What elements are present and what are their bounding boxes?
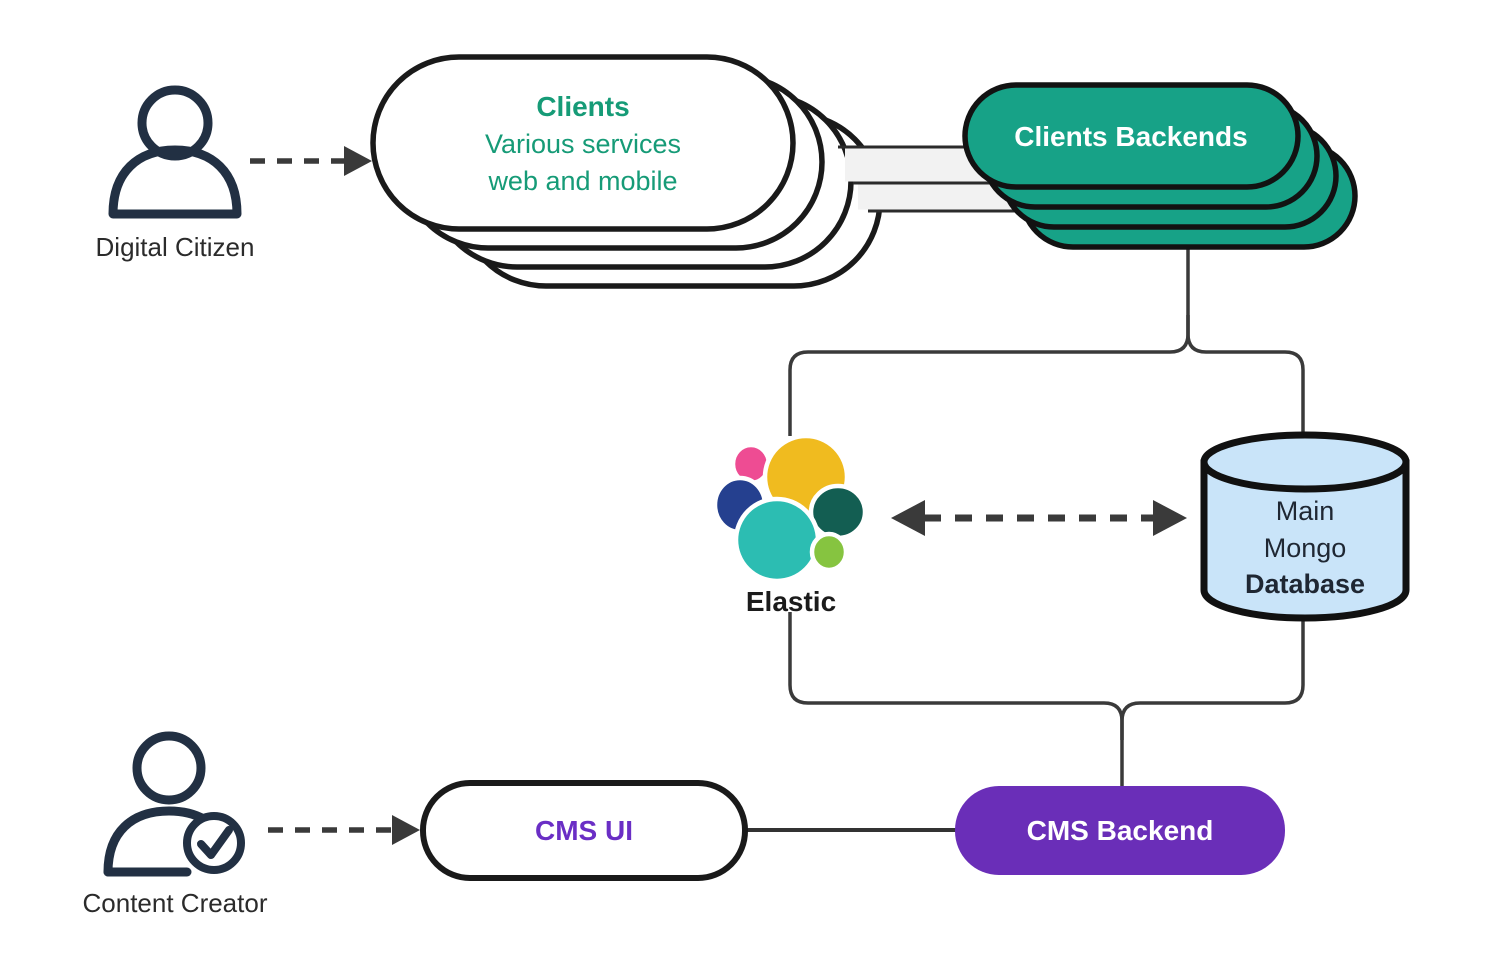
arrow-digital-citizen-to-clients bbox=[250, 146, 372, 176]
clients-card-front bbox=[370, 54, 796, 232]
content-creator-icon bbox=[103, 731, 245, 877]
cms-backend-label: CMS Backend bbox=[1027, 815, 1214, 846]
elastic-label: Elastic bbox=[746, 586, 836, 617]
cms-ui-pill bbox=[420, 780, 748, 881]
bracket-bottom-left-branch bbox=[788, 612, 1124, 790]
mongo-label: Main Mongo Database bbox=[1245, 496, 1365, 599]
person-body bbox=[108, 145, 242, 219]
elastic-logo-icon bbox=[712, 433, 868, 584]
person-head bbox=[132, 731, 206, 805]
bracket-bottom-right-branch bbox=[1120, 616, 1305, 740]
clients-backends-card-front bbox=[962, 82, 1301, 190]
clients-backends-label: Clients Backends bbox=[1014, 121, 1247, 152]
elastic-blob-teal bbox=[733, 496, 821, 584]
elastic-mongo-sync-arrow bbox=[891, 500, 1187, 536]
mongo-label-line1: Main bbox=[1276, 496, 1335, 526]
content-creator-label: Content Creator bbox=[83, 888, 268, 918]
arrowhead-right-icon bbox=[1153, 500, 1187, 536]
arrow-content-creator-to-cms-ui bbox=[268, 815, 420, 845]
mongo-label-line2: Mongo bbox=[1264, 533, 1347, 563]
cms-backend-pill bbox=[955, 786, 1285, 875]
clients-subtitle-2: web and mobile bbox=[487, 166, 677, 196]
mongo-label-line3: Database bbox=[1245, 569, 1365, 599]
arrowhead-icon bbox=[392, 815, 420, 845]
mongo-cylinder-body bbox=[1200, 459, 1410, 622]
bracket-top bbox=[788, 245, 1305, 440]
mongo-cylinder-top bbox=[1200, 431, 1410, 493]
mongo-cylinder bbox=[1200, 431, 1410, 622]
check-badge-icon bbox=[183, 812, 245, 874]
bracket-bottom bbox=[788, 612, 1305, 790]
arrowhead-left-icon bbox=[891, 500, 925, 536]
clients-title: Clients bbox=[536, 91, 629, 122]
elastic-blob-light-green bbox=[809, 531, 849, 573]
clients-backends-stack bbox=[962, 82, 1358, 250]
digital-citizen-label: Digital Citizen bbox=[96, 232, 255, 262]
bracket-top-left-branch bbox=[788, 245, 1190, 436]
arrowhead-icon bbox=[344, 146, 372, 176]
check-mark-icon bbox=[197, 826, 233, 859]
cms-ui-label: CMS UI bbox=[535, 815, 633, 846]
bracket-top-right-branch bbox=[1186, 315, 1305, 440]
clients-stack bbox=[370, 54, 883, 289]
clients-subtitle-1: Various services bbox=[485, 129, 681, 159]
digital-citizen-icon bbox=[108, 85, 242, 219]
person-head bbox=[137, 85, 213, 161]
